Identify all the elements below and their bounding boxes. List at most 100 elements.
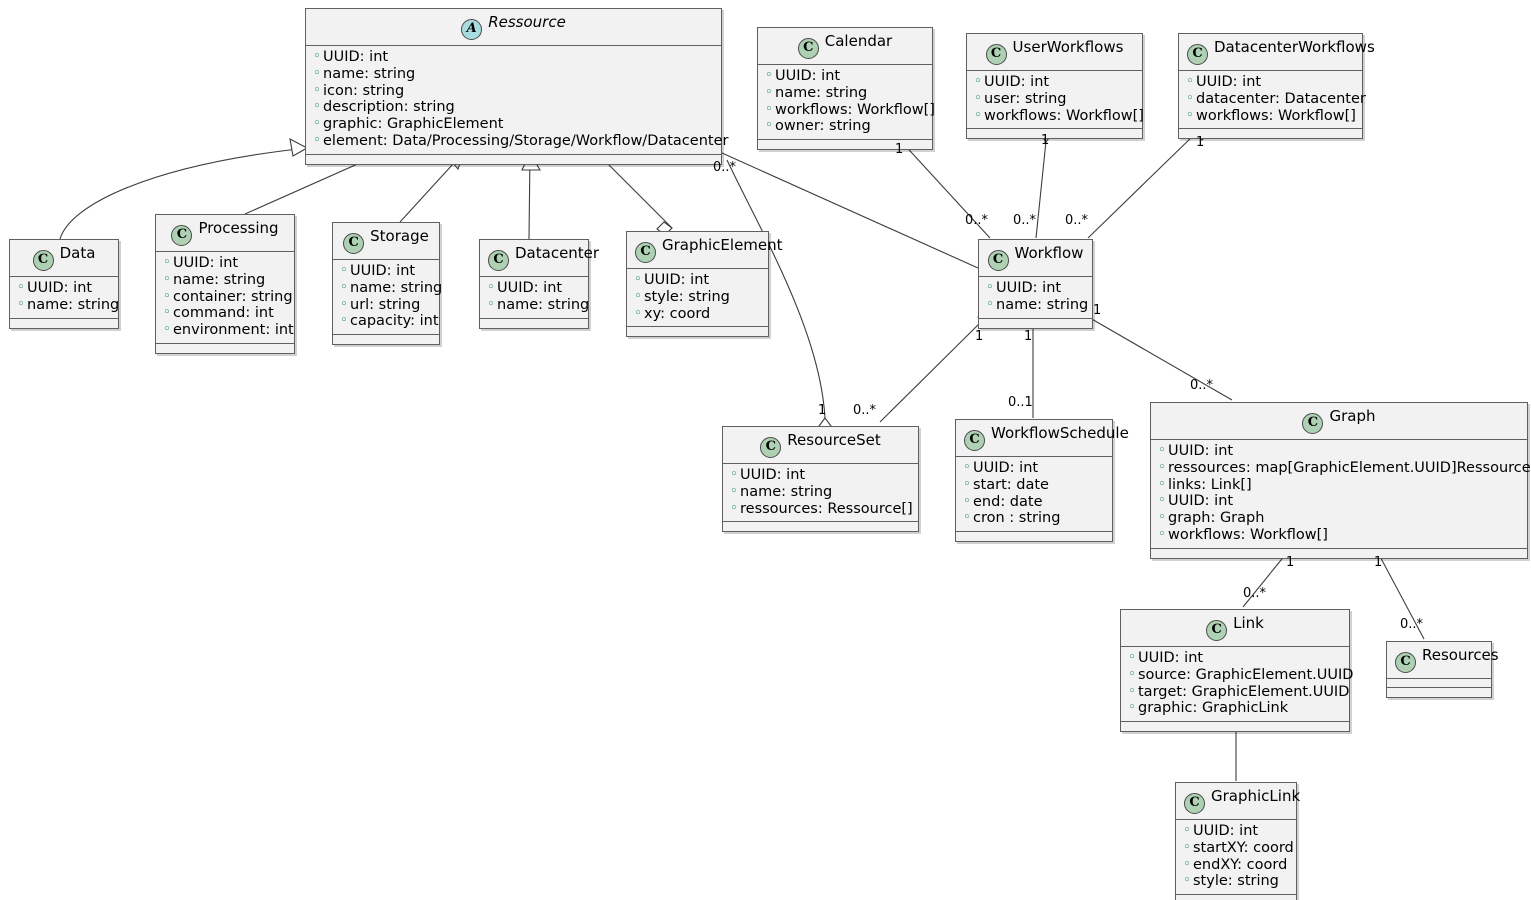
attribute-text: endXY: coord: [1193, 856, 1288, 873]
multiplicity-label: 1: [1374, 555, 1383, 570]
visibility-public-icon: ◦: [313, 49, 321, 64]
multiplicity-label: 1: [1196, 135, 1205, 150]
attribute-text: UUID: int: [173, 255, 239, 271]
class-icon: C: [343, 233, 365, 254]
attribute-row: ◦url: string: [340, 297, 432, 314]
class-methods-graphiclink: [1176, 895, 1296, 900]
attribute-text: UUID: int: [644, 272, 710, 288]
class-icon: C: [32, 250, 54, 271]
attribute-row: ◦datacenter: Datacenter: [1186, 91, 1366, 108]
attribute-text: UUID: int: [350, 263, 416, 279]
class-name-workflow: Workflow: [1014, 244, 1084, 262]
attribute-row: ◦style: string: [1183, 873, 1289, 890]
class-icon: C: [1187, 44, 1208, 65]
edge-datacenterworkflows-workflow: [1087, 132, 1197, 239]
visibility-public-icon: ◦: [1183, 873, 1191, 889]
visibility-public-icon: ◦: [634, 305, 642, 321]
attribute-row: ◦UUID: int: [765, 68, 925, 85]
attribute-text: graphic: GraphicElement: [323, 116, 504, 133]
abstract-class-icon: A: [461, 19, 483, 40]
attribute-text: end: date: [973, 493, 1043, 510]
attribute-text: cron : string: [973, 510, 1061, 527]
visibility-public-icon: ◦: [1183, 839, 1191, 855]
visibility-public-icon: ◦: [163, 305, 171, 321]
attribute-text: source: GraphicElement.UUID: [1138, 666, 1354, 683]
class-methods-workflowschedule: [956, 532, 1112, 541]
multiplicity-label: 1: [1286, 555, 1295, 570]
attribute-text: workflows: Workflow[]: [1196, 107, 1356, 124]
attribute-text: UUID: int: [984, 74, 1050, 90]
attribute-text: name: string: [775, 84, 868, 101]
attribute-text: UUID: int: [973, 460, 1039, 476]
attribute-row: ◦UUID: int: [163, 255, 287, 272]
class-methods-graph: [1151, 549, 1527, 558]
multiplicity-label: 0..*: [1065, 213, 1089, 228]
attribute-row: ◦name: string: [17, 297, 119, 314]
attribute-text: UUID: int: [1168, 443, 1234, 459]
class-name-data: Data: [59, 244, 96, 262]
attribute-text: ressources: map[GraphicElement.UUID]Ress…: [1168, 459, 1531, 476]
visibility-public-icon: ◦: [1186, 74, 1194, 89]
attribute-text: name: string: [323, 65, 416, 82]
attribute-row: ◦capacity: int: [340, 313, 439, 330]
attribute-row: ◦workflows: Workflow[]: [765, 101, 935, 119]
multiplicity-label: 0..*: [1243, 586, 1267, 601]
class-attributes-userworkflows: ◦UUID: int◦user: string◦workflows: Workf…: [967, 71, 1144, 130]
class-attributes-datacenter: ◦UUID: int◦name: string: [480, 277, 589, 319]
attribute-text: start: date: [973, 476, 1049, 493]
class-methods-processing: [156, 344, 294, 353]
attribute-text: owner: string: [775, 118, 871, 135]
visibility-public-icon: ◦: [963, 510, 971, 526]
class-attributes-graphiclink: ◦UUID: int◦startXY: coord◦endXY: coord◦s…: [1176, 820, 1296, 896]
attribute-row: ◦container: string: [163, 289, 293, 306]
attribute-row: ◦style: string: [634, 289, 761, 306]
attribute-row: ◦element: Data/Processing/Storage/Workfl…: [313, 133, 728, 150]
class-methods-datacenterworkflows: [1179, 129, 1362, 138]
class-icon: C: [635, 242, 656, 263]
attribute-text: icon: string: [323, 82, 405, 99]
class-attributes-graph: ◦UUID: int◦ressources: map[GraphicElemen…: [1151, 440, 1531, 549]
class-icon: C: [171, 225, 193, 246]
visibility-public-icon: ◦: [313, 82, 321, 98]
attribute-text: startXY: coord: [1193, 839, 1294, 856]
attribute-row: ◦environment: int: [163, 322, 294, 339]
visibility-public-icon: ◦: [313, 116, 321, 132]
visibility-public-icon: ◦: [963, 476, 971, 492]
class-methods-workflow: [979, 319, 1092, 328]
visibility-public-icon: ◦: [1128, 650, 1136, 665]
class-icon: C: [1395, 652, 1416, 673]
attribute-row: ◦name: string: [986, 296, 1088, 314]
visibility-public-icon: ◦: [974, 107, 982, 123]
attribute-row: ◦UUID: int: [1183, 823, 1289, 840]
visibility-public-icon: ◦: [765, 101, 773, 117]
attribute-row: ◦graph: Graph: [1158, 510, 1520, 527]
visibility-public-icon: ◦: [1158, 459, 1166, 475]
attribute-text: target: GraphicElement.UUID: [1138, 683, 1350, 700]
class-attributes-processing: ◦UUID: int◦name: string◦container: strin…: [156, 252, 294, 344]
visibility-public-icon: ◦: [986, 296, 994, 312]
edge-userworkflows-workflow: [1035, 140, 1047, 239]
attribute-row: ◦UUID: int: [1158, 443, 1520, 460]
visibility-public-icon: ◦: [634, 288, 642, 304]
attribute-row: ◦workflows: Workflow[]: [974, 107, 1144, 125]
class-attributes-workflow: ◦UUID: int◦name: string: [979, 277, 1092, 319]
